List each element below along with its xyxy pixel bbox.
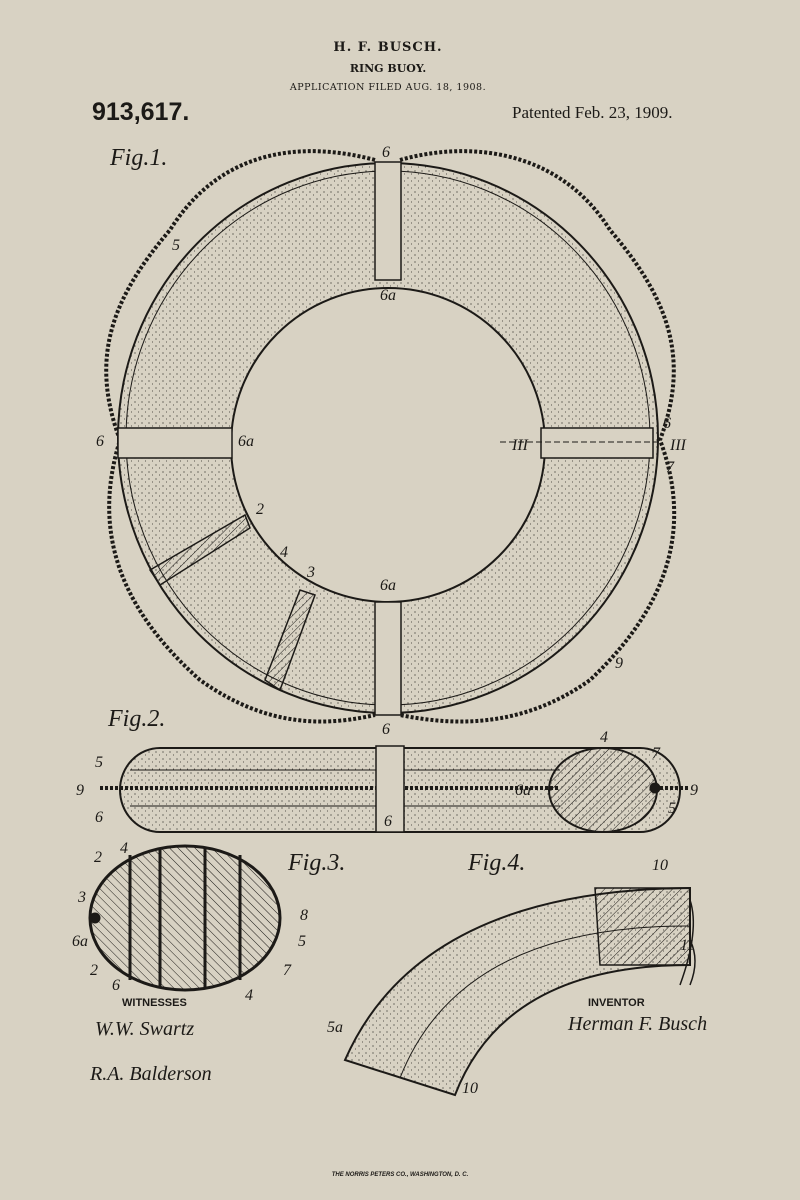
reference-numeral: 6a [380,577,396,594]
reference-numeral: 5 [298,933,306,950]
reference-numeral: 6 [384,813,392,830]
reference-numeral: 11 [680,937,695,954]
witness-signature-1: W.W. Swartz [95,1018,194,1040]
strap-bottom [374,601,402,716]
reference-numeral: 7 [652,745,661,762]
reference-numeral: 9 [76,782,84,799]
patent-title: RING BUOY. [349,62,427,75]
patent-number: 913,617. [92,98,190,126]
reference-numeral: 2 [94,849,102,866]
reference-numeral: 4 [280,544,288,561]
signature-block: WITNESSES W.W. Swartz R.A. Balderson INV… [89,997,707,1085]
reference-numeral: 10 [462,1080,478,1097]
printer-credit: THE NORRIS PETERS CO., WASHINGTON, D. C. [331,1172,469,1178]
cutaway-section [148,513,316,692]
patent-date: Patented Feb. 23, 1909. [512,103,673,122]
fig1-ring-buoy [104,149,677,724]
fig3-cross-section [88,844,282,992]
witnesses-label: WITNESSES [122,997,187,1009]
reference-numeral: 9 [690,782,698,799]
reference-numeral: 9 [615,655,623,672]
strap-left [117,427,233,459]
fig1-reference-numerals: 6 6a 5 6 6a 6 7 III III 2 4 3 6a 6 9 [96,144,687,738]
reference-numeral: 6 [663,415,671,432]
reference-numeral: 7 [666,459,675,476]
reference-numeral: 2 [256,501,264,518]
fig3-label: Fig.3. [287,850,345,876]
fig2-side-view [100,745,690,833]
reference-numeral: III [669,437,687,454]
reference-numeral: 4 [245,987,253,1004]
fig4-label: Fig.4. [467,850,525,876]
reference-numeral: 6a [72,933,88,950]
reference-numeral: 6 [112,977,120,994]
reference-numeral: 6 [382,721,390,738]
reference-numeral: 6 [382,144,390,161]
reference-numeral: 6 [96,433,104,450]
inventor-heading: H. F. BUSCH. [333,40,443,55]
reference-numeral: 5 [95,754,103,771]
reference-numeral: 5 [172,237,180,254]
reference-numeral: 6a [238,433,254,450]
fig3-reference-numerals: 2 4 3 6a 2 6 4 7 5 8 [72,840,308,1004]
fig4-reference-numerals: 10 11 5a 10 [327,857,695,1097]
fig4-segment-view [343,886,696,1097]
reference-numeral: 5a [327,1019,343,1036]
filing-date: APPLICATION FILED AUG. 18, 1908. [289,82,487,93]
reference-numeral: 6a [380,287,396,304]
reference-numeral: 10 [652,857,668,874]
reference-numeral: 2 [90,962,98,979]
inventor-signature: Herman F. Busch [567,1013,707,1035]
reference-numeral: 3 [306,564,315,581]
strap-top [374,161,402,281]
reference-numeral: 5 [668,800,676,817]
reference-numeral: III [511,437,529,454]
fig2-label: Fig.2. [107,706,165,732]
reference-numeral: 3 [77,889,86,906]
strap-right [540,427,654,459]
inventor-label: INVENTOR [588,997,645,1009]
witness-signature-2: R.A. Balderson [89,1063,212,1085]
fig2-reference-numerals: 5 9 6 6 6a 4 7 9 5 [76,729,698,830]
ring-hole [230,287,546,603]
fig1-label: Fig.1. [109,145,167,171]
reference-numeral: 6a [515,782,531,799]
reference-numeral: 4 [600,729,608,746]
fig2-cross-section [548,747,658,833]
reference-numeral: 7 [283,962,292,979]
reference-numeral: 4 [120,840,128,857]
reference-numeral: 8 [300,907,308,924]
reference-numeral: 6 [95,809,103,826]
